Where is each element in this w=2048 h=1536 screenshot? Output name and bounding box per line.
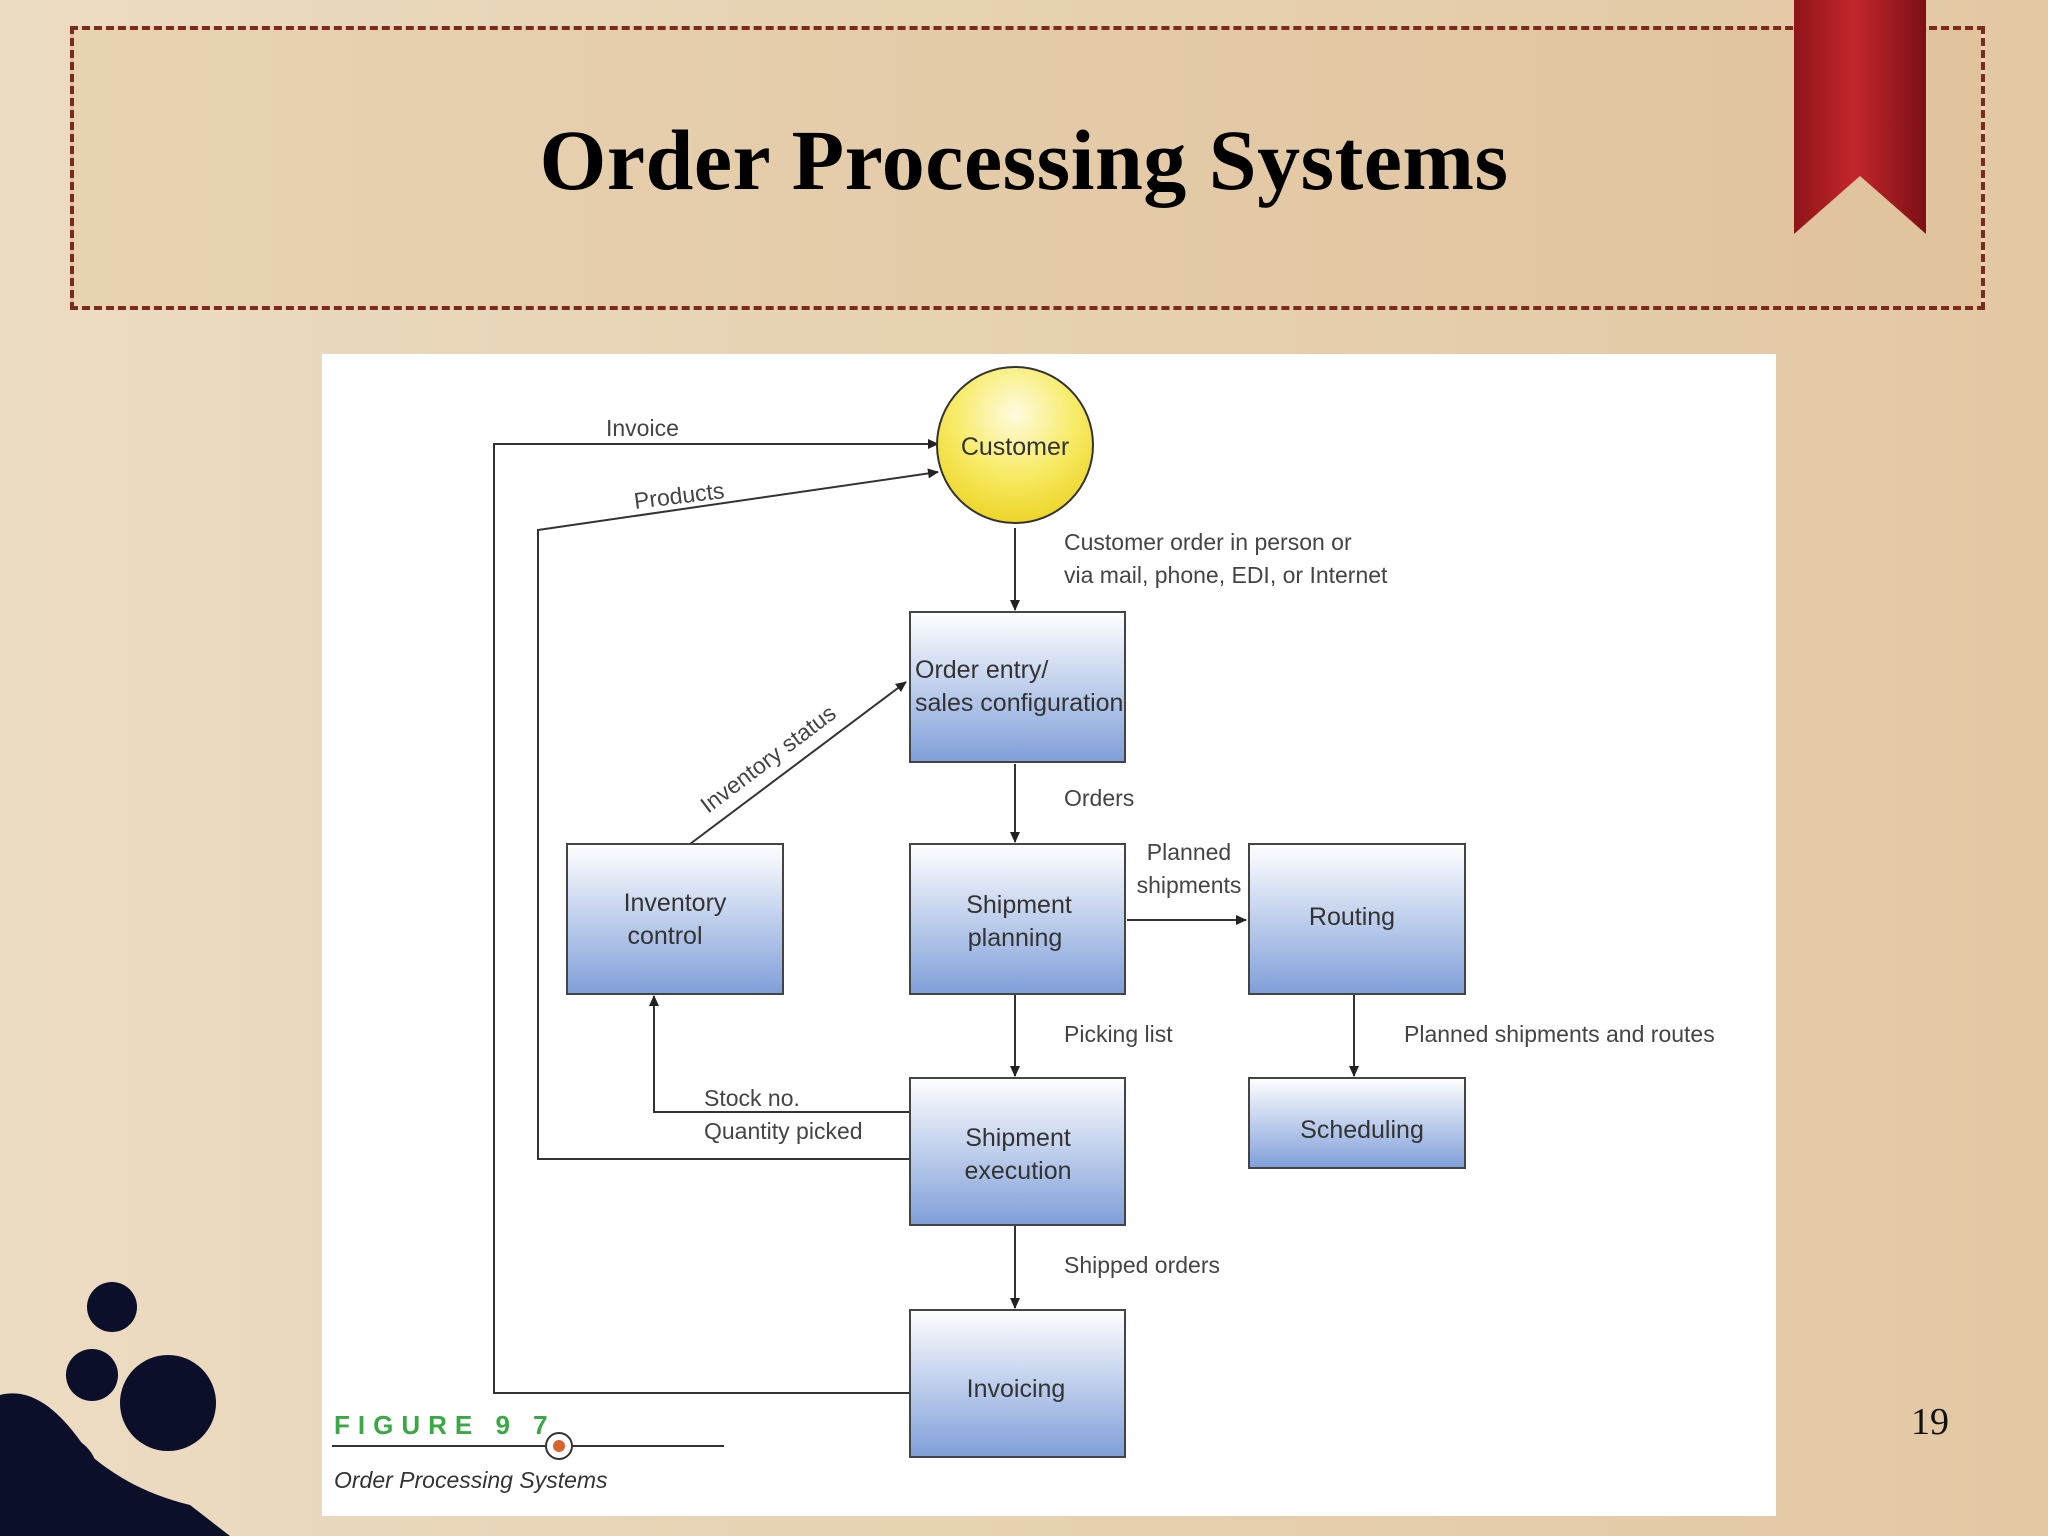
figure-title: Order Processing Systems bbox=[334, 1467, 608, 1493]
edge-label-planned-shipments-1: Planned bbox=[1147, 839, 1231, 865]
node-scheduling-label: Scheduling bbox=[1300, 1116, 1424, 1144]
node-shipment-execution bbox=[909, 1077, 1126, 1226]
node-customer: Customer bbox=[936, 366, 1094, 524]
edge-inventory-status bbox=[689, 681, 907, 845]
edge-label-quantity-picked: Quantity picked bbox=[704, 1118, 863, 1144]
edge-label-orders: Orders bbox=[1064, 785, 1134, 811]
edge-label-customer-order-1: Customer order in person or bbox=[1064, 529, 1352, 555]
edge-label-planned-routes: Planned shipments and routes bbox=[1404, 1021, 1715, 1047]
node-order-entry-label-2: sales configuration bbox=[915, 689, 1123, 717]
node-shipment-planning-label-1: Shipment bbox=[966, 891, 1072, 919]
slide-title: Order Processing Systems bbox=[539, 112, 1509, 208]
node-customer-label: Customer bbox=[961, 433, 1069, 461]
page-number: 19 bbox=[1911, 1401, 1949, 1443]
bookmark-ribbon-icon bbox=[1794, 0, 1926, 234]
edge-products bbox=[537, 468, 939, 1160]
edge-label-invoice: Invoice bbox=[606, 415, 679, 441]
edge-stock-quantity bbox=[649, 995, 910, 1113]
node-invoicing bbox=[909, 1309, 1126, 1458]
figure-caption: FIGURE 9 7 Order Processing Systems bbox=[332, 1410, 724, 1493]
node-order-entry-label-1: Order entry/ bbox=[915, 656, 1048, 684]
edge-label-customer-order-2: via mail, phone, EDI, or Internet bbox=[1064, 562, 1388, 588]
node-shipment-execution-label-2: execution bbox=[964, 1157, 1071, 1185]
node-inventory-label-1: Inventory bbox=[624, 889, 727, 917]
node-shipment-planning bbox=[909, 843, 1126, 995]
order-processing-diagram: Customer Order entry/ sales configuratio… bbox=[332, 366, 1715, 1493]
node-scheduling bbox=[1248, 1077, 1466, 1169]
title-banner bbox=[70, 26, 1985, 310]
node-routing bbox=[1248, 843, 1466, 995]
ink-splatter-decoration bbox=[0, 1282, 230, 1536]
node-inventory-control bbox=[566, 843, 784, 995]
node-inventory-label-2: control bbox=[627, 922, 702, 950]
edge-invoice bbox=[493, 439, 939, 1394]
figure-panel: Customer Order entry/ sales configuratio… bbox=[322, 354, 1776, 1516]
figure-label: FIGURE 9 7 bbox=[334, 1410, 556, 1440]
edge-label-shipped-orders: Shipped orders bbox=[1064, 1252, 1220, 1278]
node-routing-label: Routing bbox=[1309, 903, 1395, 931]
node-shipment-planning-label-2: planning bbox=[968, 924, 1063, 952]
edge-label-picking-list: Picking list bbox=[1064, 1021, 1173, 1047]
edge-label-stock-no: Stock no. bbox=[704, 1085, 800, 1111]
node-shipment-execution-label-1: Shipment bbox=[965, 1124, 1071, 1152]
edge-label-inventory-status: Inventory status bbox=[695, 700, 840, 818]
node-invoicing-label: Invoicing bbox=[967, 1375, 1066, 1403]
edge-label-planned-shipments-2: shipments bbox=[1137, 872, 1242, 898]
edge-label-products: Products bbox=[632, 477, 725, 514]
node-order-entry bbox=[909, 611, 1126, 763]
